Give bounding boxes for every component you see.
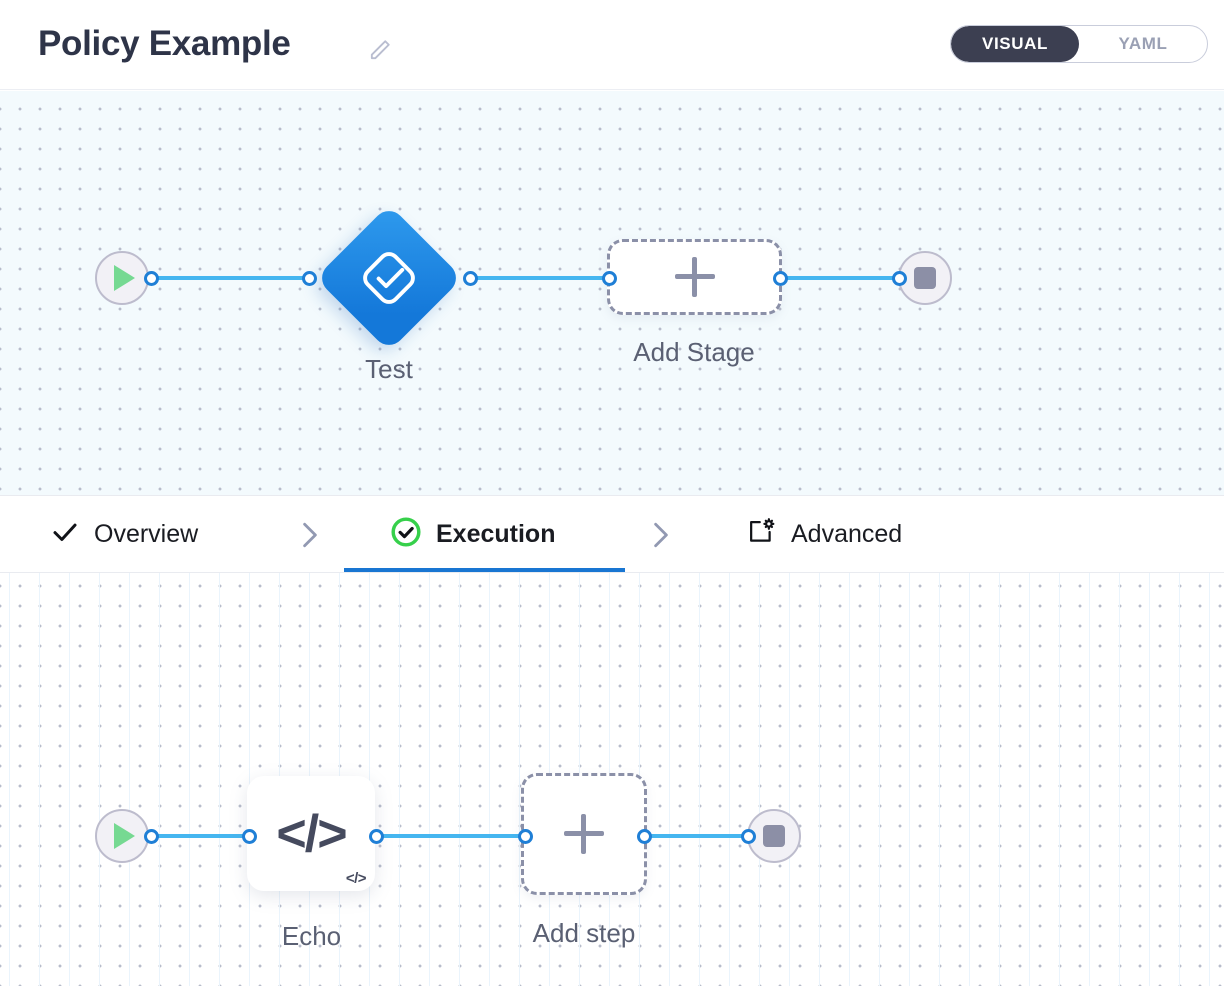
port-test-in[interactable]	[302, 271, 317, 286]
stage-end-node[interactable]	[898, 251, 952, 305]
port-addstep-out[interactable]	[637, 829, 652, 844]
port-step-start-out[interactable]	[144, 829, 159, 844]
step-start-node[interactable]	[95, 809, 149, 863]
port-start-out[interactable]	[144, 271, 159, 286]
code-icon: </>	[276, 804, 347, 863]
tab-overview[interactable]: Overview	[40, 496, 208, 573]
tab-execution-label: Execution	[436, 520, 556, 548]
wire-start-to-echo	[150, 834, 254, 838]
active-tab-indicator	[344, 568, 625, 572]
add-step-label: Add step	[532, 918, 636, 948]
play-icon	[114, 265, 135, 291]
chevron-right-icon	[295, 496, 325, 573]
port-addstage-in[interactable]	[602, 271, 617, 286]
port-addstage-out[interactable]	[773, 271, 788, 286]
pencil-icon[interactable]	[366, 36, 394, 64]
page-title: Policy Example	[38, 24, 291, 63]
stage-start-node[interactable]	[95, 251, 149, 305]
stage-flow-canvas[interactable]: Test Add Stage	[0, 91, 1224, 495]
code-badge-icon: </>	[345, 870, 367, 887]
view-mode-toggle[interactable]: VISUAL YAML	[950, 25, 1208, 63]
stage-node-test[interactable]	[315, 204, 463, 352]
tab-advanced[interactable]: Advanced	[735, 496, 912, 573]
plus-icon-2	[564, 814, 604, 854]
step-end-node[interactable]	[747, 809, 801, 863]
wire-addstage-to-end	[778, 276, 906, 280]
tab-advanced-label: Advanced	[791, 520, 903, 548]
wire-test-to-addstage	[468, 276, 616, 280]
port-addstep-in[interactable]	[518, 829, 533, 844]
stage-label-test: Test	[365, 354, 413, 384]
wire-start-to-test	[150, 276, 312, 280]
toggle-option-yaml[interactable]: YAML	[1118, 34, 1168, 53]
step-label-echo: Echo	[281, 921, 342, 951]
port-end-in[interactable]	[892, 271, 907, 286]
port-test-out[interactable]	[463, 271, 478, 286]
add-stage-label: Add Stage	[633, 337, 755, 367]
tab-overview-label: Overview	[94, 520, 199, 548]
check-circle-icon	[390, 516, 422, 553]
plus-icon	[674, 257, 715, 297]
settings-box-icon	[745, 516, 777, 553]
chevron-right-icon-2	[646, 496, 676, 573]
stage-config-tabs: Overview Execution	[0, 495, 1224, 573]
step-node-echo[interactable]: </> </>	[247, 776, 375, 891]
page-header: Policy Example VISUAL YAML	[0, 0, 1224, 90]
port-step-end-in[interactable]	[741, 829, 756, 844]
port-echo-in[interactable]	[242, 829, 257, 844]
port-echo-out[interactable]	[369, 829, 384, 844]
step-flow-canvas[interactable]: </> </> Echo Add step	[0, 573, 1224, 986]
add-step-button[interactable]	[521, 773, 647, 895]
add-stage-button[interactable]	[607, 239, 782, 315]
tab-execution[interactable]: Execution	[380, 496, 565, 573]
toggle-option-visual[interactable]: VISUAL	[951, 26, 1079, 62]
stop-icon-2	[763, 825, 785, 847]
stop-icon	[914, 267, 936, 289]
play-icon-2	[114, 823, 135, 849]
wire-addstep-to-end	[642, 834, 754, 838]
wire-echo-to-addstep	[376, 834, 532, 838]
check-icon	[50, 517, 80, 552]
